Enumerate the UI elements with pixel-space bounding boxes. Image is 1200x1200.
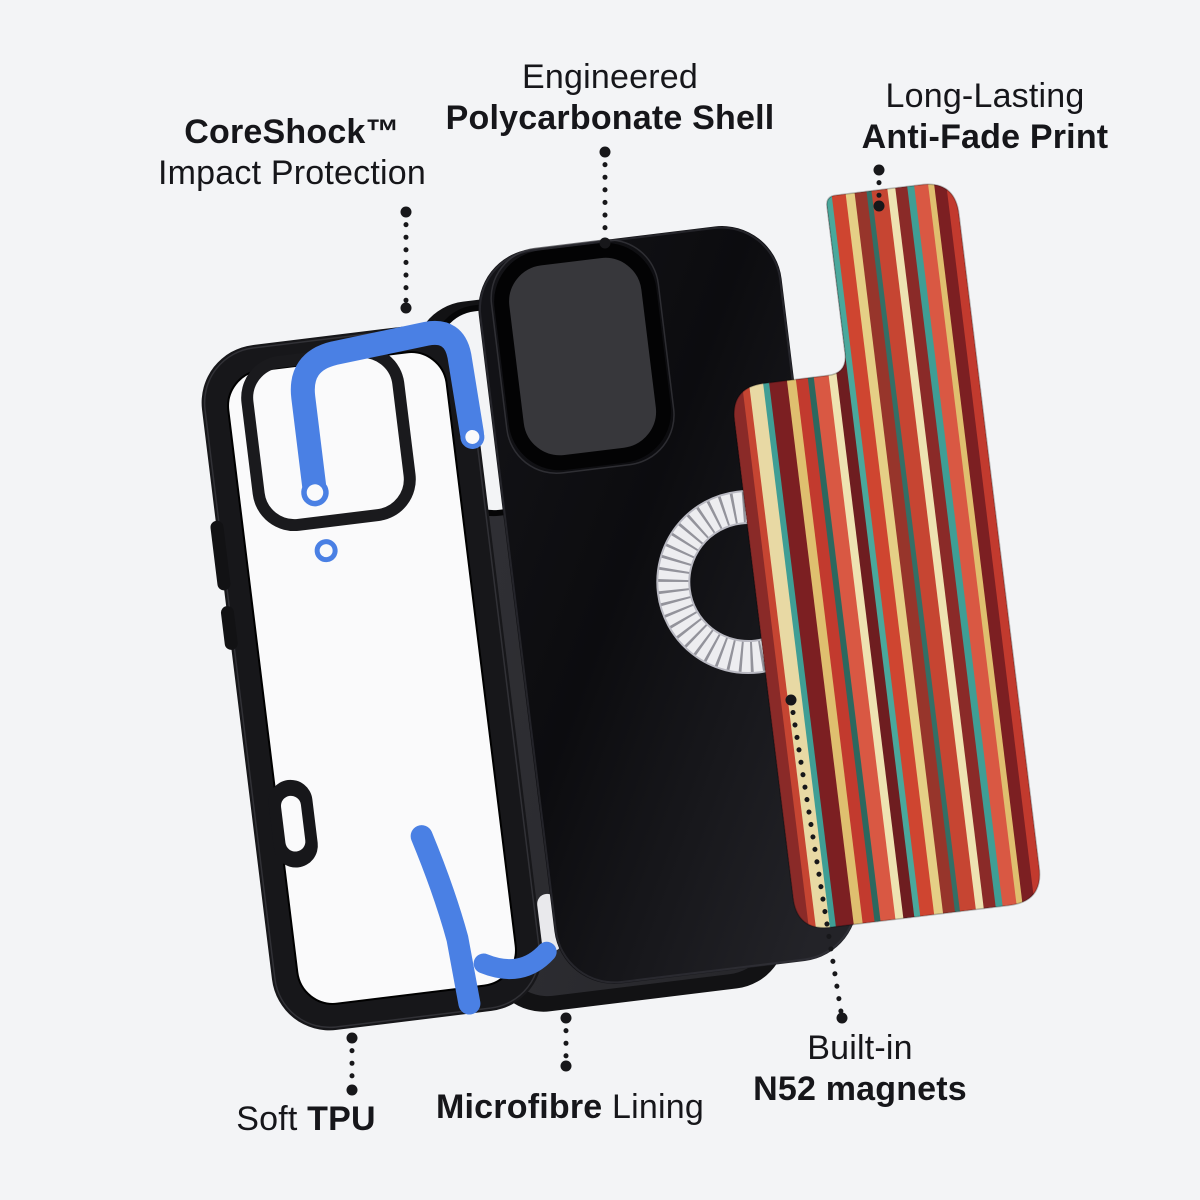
leader-shell	[599, 146, 611, 249]
label-tpu-regular: Soft	[236, 1100, 308, 1138]
coreshock-eyelet	[314, 539, 338, 563]
label-coreshock: CoreShock™ Impact Protection	[82, 112, 502, 194]
coreshock-eyelet	[301, 478, 329, 507]
label-shell: Engineered Polycarbonate Shell	[400, 57, 820, 139]
leader-magnets	[785, 694, 848, 1024]
label-coreshock-sub: Impact Protection	[158, 153, 426, 192]
volume-button	[220, 606, 238, 650]
label-print-pre: Long-Lasting	[885, 77, 1085, 115]
label-microfibre: Microfibre Lining	[360, 1087, 780, 1128]
label-print: Long-Lasting Anti-Fade Print	[775, 76, 1195, 158]
camera-cutout-shell	[494, 242, 672, 471]
label-magnets-pre: Built-in	[807, 1029, 913, 1067]
leader-tpu	[346, 1032, 358, 1096]
label-print-title: Anti-Fade Print	[861, 117, 1109, 156]
leader-microfibre	[560, 1012, 572, 1072]
coreshock-bottom-insert	[410, 825, 481, 1015]
label-shell-title: Polycarbonate Shell	[445, 98, 775, 137]
leader-lines	[346, 146, 885, 1096]
camera-ring-outline	[490, 239, 675, 474]
label-microfibre-regular: Lining	[602, 1088, 704, 1126]
label-tpu: Soft TPU	[96, 1099, 516, 1140]
stripe-print	[708, 180, 1044, 932]
grip-slot	[280, 795, 306, 852]
coreshock-eyelet	[460, 424, 485, 449]
coreshock-corner-insert	[473, 941, 557, 980]
label-tpu-line: Soft TPU	[96, 1099, 516, 1140]
label-magnets-title: N52 magnets	[753, 1069, 967, 1108]
coreshock-top-insert	[290, 320, 484, 501]
printed-back-panel	[708, 180, 1044, 932]
label-shell-pre: Engineered	[522, 58, 698, 96]
label-magnets: Built-in N52 magnets	[650, 1028, 1070, 1110]
leader-coreshock	[400, 206, 412, 314]
label-microfibre-line: Microfibre Lining	[360, 1087, 780, 1128]
frame-highlight	[203, 327, 541, 1029]
leader-print	[873, 164, 885, 212]
label-tpu-bold: TPU	[307, 1100, 376, 1138]
volume-button	[210, 520, 231, 591]
label-microfibre-bold: Microfibre	[436, 1088, 603, 1126]
panel-outline	[733, 183, 1041, 929]
tpu-frame-layer	[201, 320, 557, 1031]
label-coreshock-title: CoreShock™	[184, 113, 400, 151]
